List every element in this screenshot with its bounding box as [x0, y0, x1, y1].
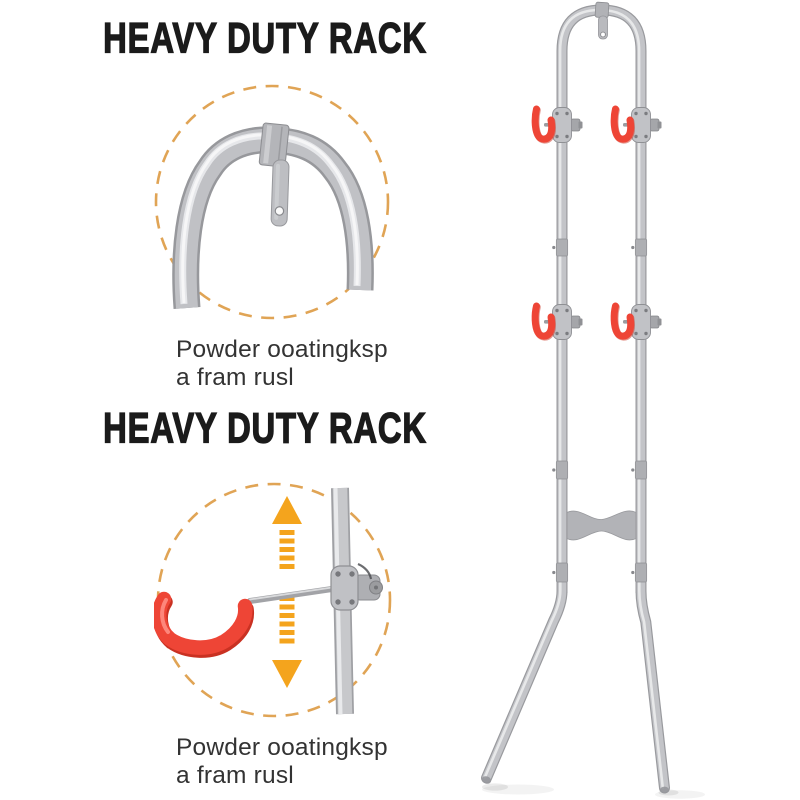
pole-joint-sleeves — [555, 238, 648, 583]
hook-rod — [247, 586, 335, 604]
feature-heading-top: HEAVY DUTY RACK — [103, 13, 427, 63]
joint-pins — [552, 245, 635, 575]
closeup-strap-figure — [152, 82, 392, 322]
strap-hole — [600, 31, 606, 38]
closeup-hook-figure — [154, 480, 394, 720]
left-foot-cap — [481, 776, 492, 784]
feature-heading-bottom: HEAVY DUTY RACK — [103, 403, 427, 453]
red-bike-hook — [159, 599, 247, 651]
hanging-strap — [270, 159, 290, 227]
wavy-crossbar-plate — [565, 510, 638, 541]
red-hook-mid-right — [614, 305, 661, 340]
up-arrow-icon — [272, 496, 302, 569]
right-leg — [639, 580, 669, 793]
top-hanging-strap — [594, 1, 610, 40]
down-arrow-icon — [272, 596, 302, 688]
red-hook-mid-left — [535, 305, 582, 340]
adjustable-hook-closeup-image — [154, 480, 392, 720]
feature-caption-bottom: Powder ooatingksp a fram rusl — [176, 734, 388, 789]
bike-rack-product-image — [440, 0, 800, 800]
rack-frame-tube — [560, 10, 641, 593]
right-foot-cap — [659, 786, 670, 794]
floor-shadows — [482, 783, 705, 799]
hook-clamp — [330, 562, 383, 611]
rack-top-strap-closeup-image — [154, 84, 390, 322]
left-leg — [481, 580, 562, 784]
red-hook-top-left — [535, 108, 582, 143]
tube-clamp-band — [258, 122, 290, 168]
strap-hole — [274, 206, 285, 216]
feature-caption-top: Powder ooatingksp a fram rusl — [176, 336, 388, 391]
dashed-circle-border — [154, 84, 390, 320]
bike-rack-full-view-image — [440, 1, 705, 799]
red-hook-top-right — [614, 108, 661, 143]
